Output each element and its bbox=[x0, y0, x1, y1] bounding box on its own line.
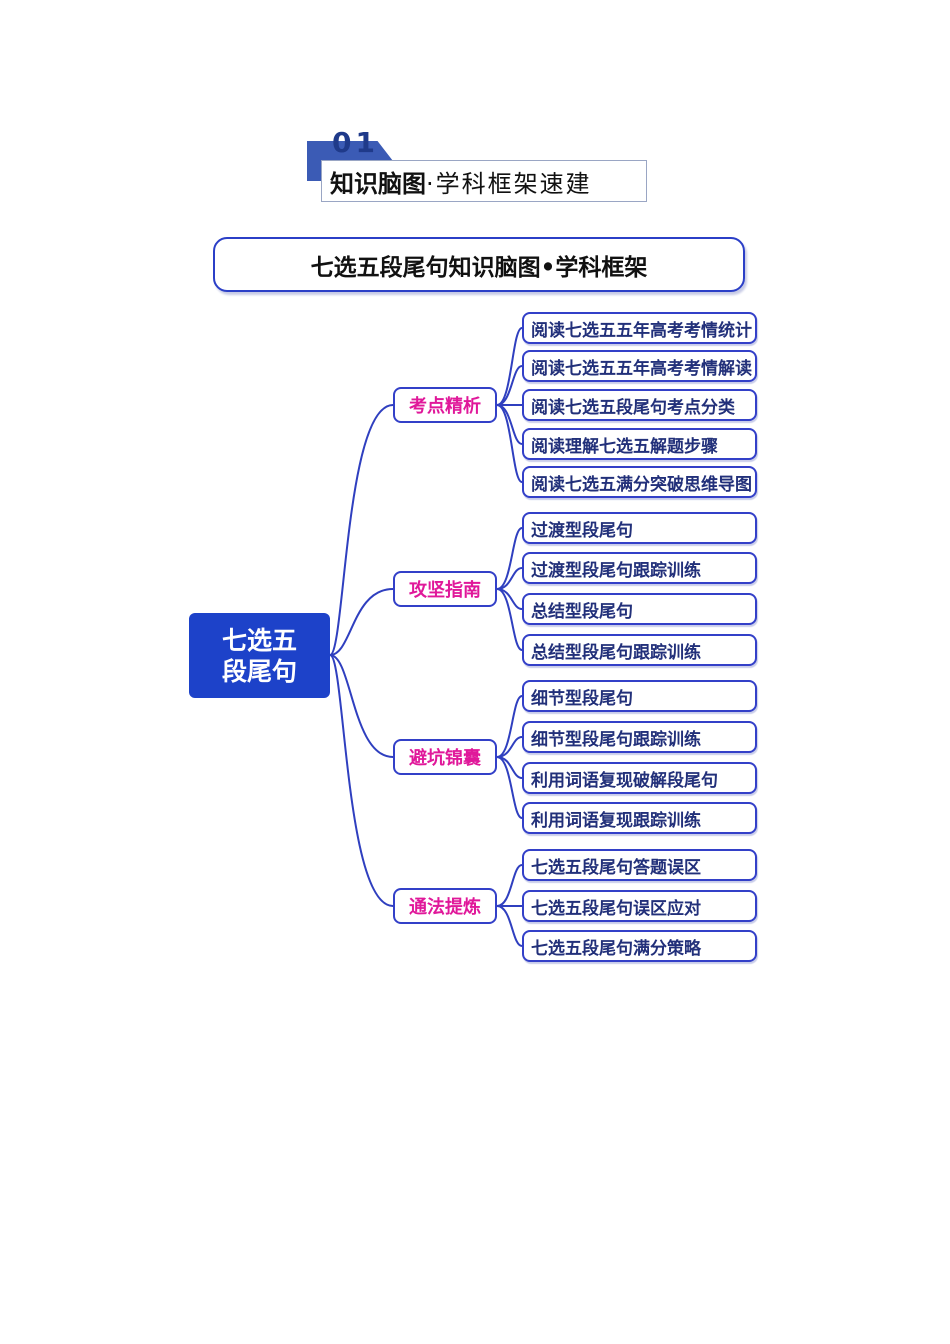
leaf-node: 阅读七选五满分突破思维导图 bbox=[522, 466, 757, 498]
banner-title: 七选五段尾句知识脑图•学科框架 bbox=[310, 253, 648, 281]
leaf-node: 过渡型段尾句 bbox=[522, 512, 757, 544]
mindmap-banner: 七选五段尾句知识脑图•学科框架 bbox=[213, 237, 745, 292]
leaf-node: 细节型段尾句 bbox=[522, 680, 757, 712]
leaf-node: 利用词语复现破解段尾句 bbox=[522, 762, 757, 794]
connector-cat4-leaf3 bbox=[496, 905, 523, 947]
section-number: 01 bbox=[332, 126, 379, 159]
leaf-node: 细节型段尾句跟踪训练 bbox=[522, 721, 757, 753]
leaf-node: 总结型段尾句 bbox=[522, 593, 757, 625]
section-title: 知识脑图 ·学科框架速建 bbox=[321, 160, 647, 202]
connector-root-cat1 bbox=[329, 404, 394, 656]
connector-cat4-leaf1 bbox=[496, 864, 523, 907]
connector-cat2-leaf1 bbox=[496, 527, 523, 590]
leaf-node: 阅读七选五五年高考考情解读 bbox=[522, 350, 757, 382]
connector-cat1-leaf1 bbox=[496, 327, 523, 406]
leaf-node: 过渡型段尾句跟踪训练 bbox=[522, 552, 757, 584]
connector-cat2-leaf4 bbox=[496, 588, 523, 651]
root-node: 七选五 段尾句 bbox=[189, 613, 330, 698]
leaf-node: 七选五段尾句答题误区 bbox=[522, 849, 757, 881]
connector-root-cat4 bbox=[329, 654, 394, 907]
connector-root-cat3 bbox=[329, 654, 394, 758]
connector-cat2-leaf3 bbox=[496, 588, 523, 610]
leaf-node: 总结型段尾句跟踪训练 bbox=[522, 634, 757, 666]
connector-cat1-leaf5 bbox=[496, 404, 523, 483]
connector-cat1-leaf2 bbox=[496, 365, 523, 406]
root-line-2: 段尾句 bbox=[221, 656, 297, 686]
category-node: 攻坚指南 bbox=[393, 571, 497, 607]
connector-cat3-leaf4 bbox=[496, 756, 523, 819]
leaf-node: 阅读七选五五年高考考情统计 bbox=[522, 312, 757, 344]
connector-root-cat2 bbox=[329, 588, 394, 656]
connector-cat3-leaf2 bbox=[496, 736, 523, 758]
section-title-bold: 知识脑图 bbox=[330, 169, 426, 198]
leaf-node: 阅读理解七选五解题步骤 bbox=[522, 428, 757, 460]
connector-cat3-leaf3 bbox=[496, 756, 523, 779]
leaf-node: 七选五段尾句满分策略 bbox=[522, 930, 757, 962]
root-line-1: 七选五 bbox=[221, 625, 297, 655]
category-node: 考点精析 bbox=[393, 387, 497, 423]
connector-cat2-leaf2 bbox=[496, 567, 523, 590]
section-title-rest: ·学科框架速建 bbox=[426, 169, 592, 198]
leaf-node: 七选五段尾句误区应对 bbox=[522, 890, 757, 922]
leaf-node: 阅读七选五段尾句考点分类 bbox=[522, 389, 757, 421]
connector-cat3-leaf1 bbox=[496, 695, 523, 758]
category-node: 通法提炼 bbox=[393, 888, 497, 924]
category-node: 避坑锦囊 bbox=[393, 739, 497, 775]
leaf-node: 利用词语复现跟踪训练 bbox=[522, 802, 757, 834]
